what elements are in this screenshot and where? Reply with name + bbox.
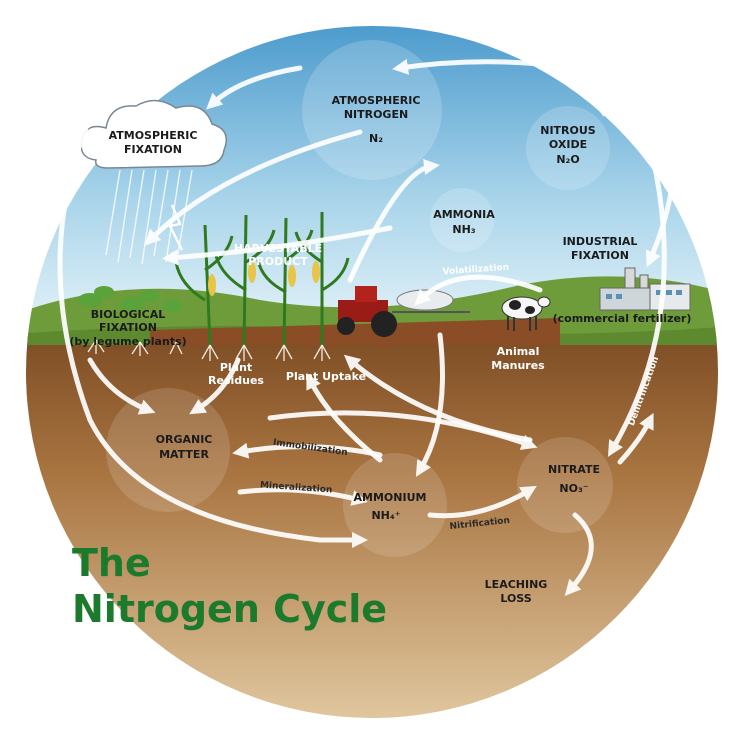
svg-text:ATMOSPHERIC: ATMOSPHERIC [109, 129, 198, 142]
svg-text:FIXATION: FIXATION [571, 249, 629, 262]
svg-text:HARVESTABLE: HARVESTABLE [234, 242, 322, 255]
svg-text:FIXATION: FIXATION [124, 143, 182, 156]
svg-text:NO₃⁻: NO₃⁻ [559, 482, 588, 495]
svg-text:OXIDE: OXIDE [549, 138, 587, 151]
node-nitrate: NITRATE NO₃⁻ [548, 463, 600, 495]
svg-text:AMMONIA: AMMONIA [433, 208, 495, 221]
flow-arrows [57, 57, 680, 596]
svg-text:ORGANIC: ORGANIC [156, 433, 213, 446]
svg-text:INDUSTRIAL: INDUSTRIAL [563, 235, 638, 248]
svg-text:Residues: Residues [208, 374, 264, 387]
cow-icon [501, 296, 551, 331]
svg-text:ATMOSPHERIC: ATMOSPHERIC [332, 94, 421, 107]
title-line-2: Nitrogen Cycle [72, 587, 387, 631]
label-volatilization: Volatilization [442, 263, 509, 278]
svg-text:N₂: N₂ [369, 132, 383, 145]
label-plant-uptake: Plant Uptake [286, 370, 366, 383]
svg-text:(by legume plants): (by legume plants) [69, 335, 186, 348]
node-nitrous-oxide: NITROUS OXIDE N₂O [540, 124, 596, 166]
node-animal-manures: Animal Manures [491, 345, 545, 372]
node-plant-residues: Plant Residues [208, 361, 264, 387]
svg-text:LOSS: LOSS [500, 592, 531, 605]
title-line-1: The [72, 541, 151, 585]
svg-text:NH₃: NH₃ [452, 223, 475, 236]
svg-text:LEACHING: LEACHING [485, 578, 548, 591]
svg-text:FIXATION: FIXATION [99, 321, 157, 334]
factory-icon [599, 267, 691, 311]
node-ammonia: AMMONIA NH₃ [433, 208, 495, 236]
node-organic-matter: ORGANIC MATTER [156, 433, 213, 461]
node-biological-fixation: BIOLOGICAL FIXATION (by legume plants) [69, 308, 186, 348]
svg-text:PRODUCT: PRODUCT [248, 255, 308, 268]
node-leaching-loss: LEACHING LOSS [485, 578, 548, 605]
svg-text:Animal: Animal [497, 345, 540, 358]
svg-text:MATTER: MATTER [159, 448, 209, 461]
svg-text:Plant: Plant [220, 361, 252, 374]
plant-roots [87, 339, 331, 361]
label-commercial-fertilizer: (commercial fertilizer) [553, 312, 692, 325]
svg-text:NH₄⁺: NH₄⁺ [371, 509, 400, 522]
svg-text:BIOLOGICAL: BIOLOGICAL [91, 308, 166, 321]
plowed-field [150, 318, 560, 345]
svg-text:Manures: Manures [491, 359, 545, 372]
node-industrial-fixation: INDUSTRIAL FIXATION [563, 235, 638, 262]
node-atmospheric-fixation: ATMOSPHERIC FIXATION [109, 129, 198, 156]
svg-text:N₂O: N₂O [556, 153, 579, 166]
node-ammonium: AMMONIUM NH₄⁺ [354, 491, 427, 522]
svg-text:NITROUS: NITROUS [540, 124, 596, 137]
node-harvestable-product: HARVESTABLE PRODUCT [234, 242, 322, 268]
legume-plants [78, 286, 182, 312]
svg-text:AMMONIUM: AMMONIUM [354, 491, 427, 504]
svg-text:NITRATE: NITRATE [548, 463, 600, 476]
svg-text:NITROGEN: NITROGEN [344, 108, 408, 121]
tractor-icon [337, 286, 470, 337]
node-atmospheric-nitrogen: ATMOSPHERIC NITROGEN N₂ [332, 94, 421, 145]
